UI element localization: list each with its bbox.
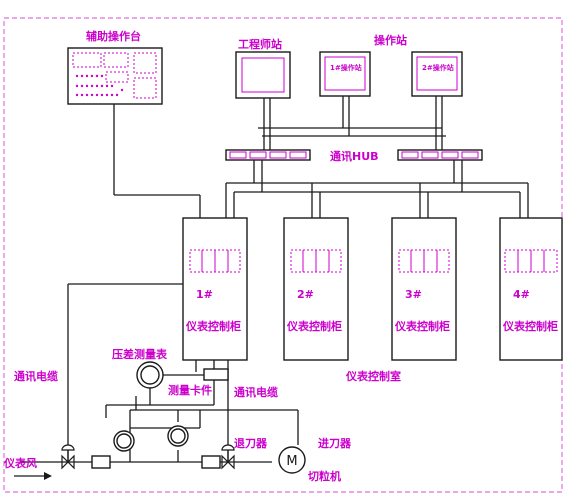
operator-station-2: 2#操作站	[411, 51, 463, 97]
air-arrow	[44, 472, 52, 480]
cabinet-3-name: 仪表控制柜	[394, 319, 450, 333]
comm-hub-left	[225, 149, 311, 161]
comm-hub-right	[397, 149, 483, 161]
operator-station-label: 操作站	[374, 33, 407, 47]
motor-symbol: M	[286, 454, 297, 469]
control-cabinet-1	[182, 217, 248, 361]
instrument-air-label: 仪表风	[3, 456, 37, 470]
control-cabinet-2	[283, 217, 349, 361]
comm-cable-right-label: 通讯电缆	[234, 385, 278, 399]
pelletizer-label: 切粒机	[308, 469, 341, 483]
cabinet-4-number: 4#	[513, 288, 530, 301]
measure-card-label: 测量卡件	[168, 383, 212, 397]
filter-left	[91, 455, 111, 469]
filter-right	[201, 455, 221, 469]
flow-meter-left	[113, 430, 135, 452]
dp-gauge-label: 压差测量表	[112, 347, 168, 361]
comm-cable-left-label: 通讯电缆	[14, 369, 58, 383]
retract-knife-label: 退刀器	[234, 436, 268, 450]
comm-hub-label: 通讯HUB	[330, 150, 379, 163]
engineer-station	[235, 51, 291, 99]
cabinet-1-name: 仪表控制柜	[185, 319, 241, 333]
valve-right	[221, 444, 235, 470]
dp-gauge	[136, 361, 164, 389]
control-room-label: 仪表控制室	[345, 369, 401, 383]
op-station-2-label: 2#操作站	[422, 63, 454, 72]
engineer-station-label: 工程师站	[238, 37, 282, 51]
aux-console	[67, 47, 163, 105]
operator-station-1: 1#操作站	[319, 51, 371, 97]
op-station-1-label: 1#操作站	[330, 63, 362, 72]
control-cabinet-3	[391, 217, 457, 361]
valve-left	[61, 444, 75, 470]
cabinet-3-number: 3#	[405, 288, 422, 301]
measure-card-box	[203, 368, 229, 381]
advance-knife-label: 进刀器	[318, 436, 352, 450]
connection-lines	[14, 96, 529, 477]
motor	[278, 446, 306, 474]
cabinet-2-name: 仪表控制柜	[286, 319, 342, 333]
aux-console-buttons	[75, 74, 124, 97]
cabinet-1-number: 1#	[196, 288, 213, 301]
flow-meter-right	[167, 425, 189, 447]
aux-console-label: 辅助操作台	[86, 29, 141, 43]
cabinet-4-name: 仪表控制柜	[502, 319, 558, 333]
control-cabinet-4	[499, 217, 563, 361]
cabinet-2-number: 2#	[297, 288, 314, 301]
